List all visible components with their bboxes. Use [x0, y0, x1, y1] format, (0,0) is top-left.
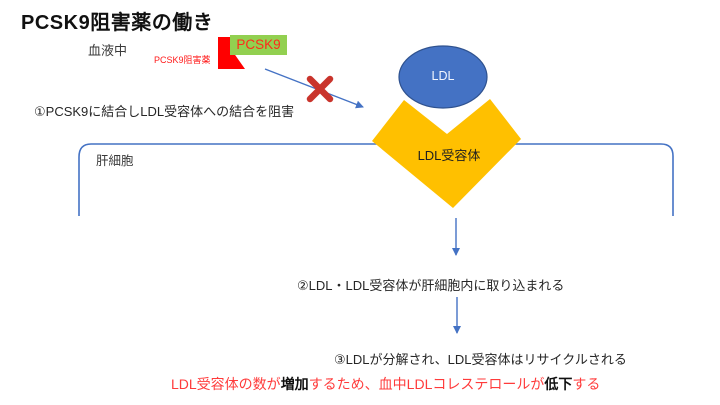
ldl-receptor-label: LDL受容体 [417, 148, 481, 163]
liver-cell-label: 肝細胞 [96, 154, 134, 168]
conclusion-segment: するため、血中LDLコレステロールが [308, 376, 545, 392]
pcsk9-inhibitor-label: PCSK9阻害薬 [154, 55, 211, 65]
pcsk9-label-box: PCSK9 [230, 35, 287, 55]
conclusion-text: LDL受容体の数が増加するため、血中LDLコレステロールが低下する [171, 374, 600, 394]
step1-text: ①PCSK9に結合しLDL受容体への結合を阻害 [34, 104, 295, 119]
ldl-particle-label: LDL [431, 69, 455, 83]
step2-text: ②LDL・LDL受容体が肝細胞内に取り込まれる [297, 278, 565, 293]
conclusion-segment: LDL受容体の数が [171, 376, 281, 392]
blocked-cross-icon [306, 75, 334, 103]
binding-arrow [264, 68, 364, 109]
conclusion-segment-emphasis-increase: 増加 [280, 376, 309, 392]
conclusion-segment-emphasis-decrease: 低下 [544, 376, 573, 392]
conclusion-segment: する [572, 376, 601, 392]
liver-cell-membrane-line [78, 143, 674, 216]
blood-area-label: 血液中 [88, 43, 128, 58]
ldl-receptor-shape [372, 99, 521, 208]
page-title: PCSK9阻害薬の働き [21, 12, 214, 34]
ldl-particle-shape [398, 45, 488, 109]
step3-text: ③LDLが分解され、LDL受容体はリサイクルされる [334, 352, 627, 367]
